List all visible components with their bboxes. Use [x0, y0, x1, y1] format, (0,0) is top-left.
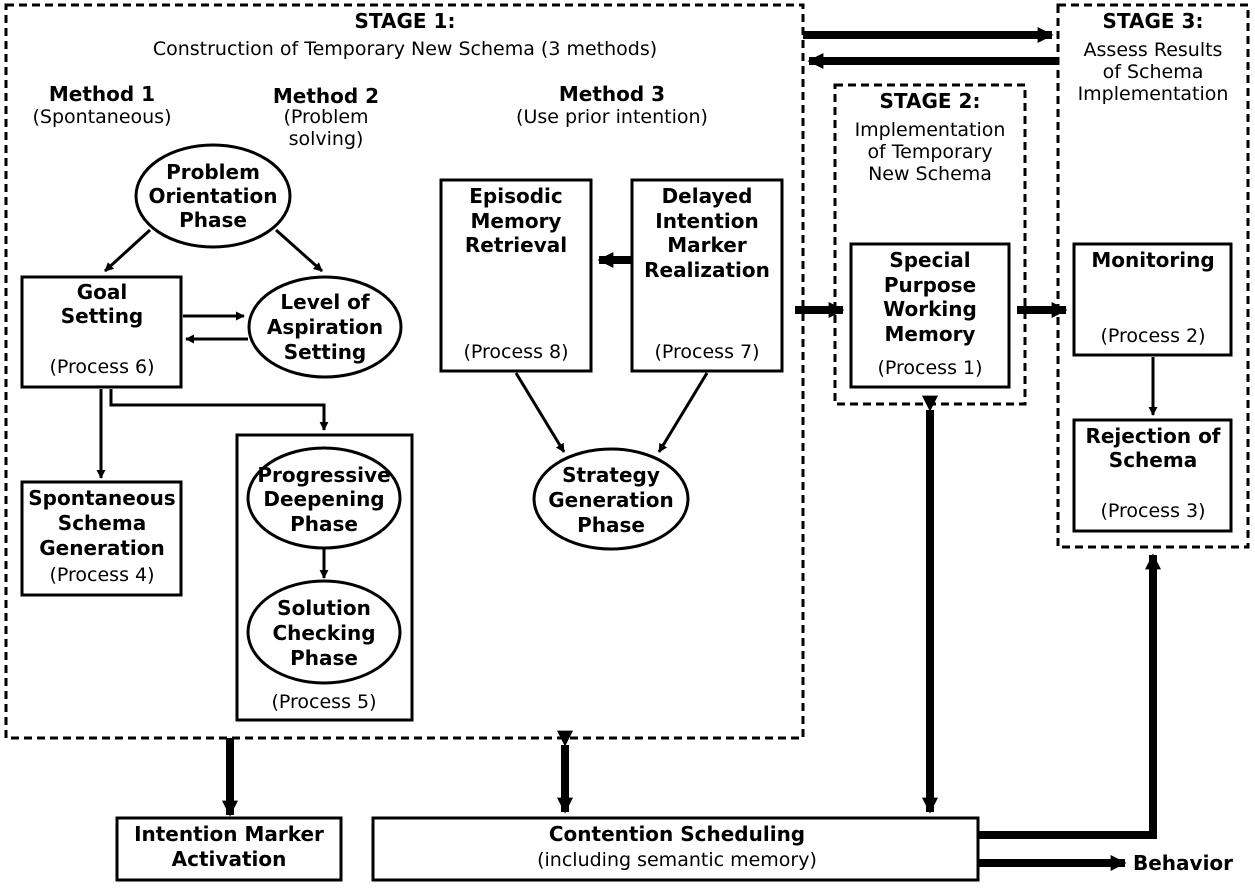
episodic-memory-l1: Episodic	[469, 184, 563, 208]
stage3-subtitle-l1: Assess Results	[1084, 39, 1223, 61]
stage2-subtitle-l3: New Schema	[868, 163, 992, 185]
contention-scheduling-sub: (including semantic memory)	[537, 849, 817, 871]
problem-orientation-node	[134, 143, 292, 249]
method2-title: Method 2	[273, 84, 379, 108]
delayed-intention-l3: Marker	[667, 233, 747, 257]
intention-marker-node	[115, 816, 343, 882]
spontaneous-schema-process: (Process 4)	[49, 564, 154, 586]
arrow-contention-to-stage3	[978, 553, 1161, 839]
stage2-subtitle-l2: of Temporary	[867, 141, 992, 163]
contention-scheduling-node	[371, 816, 980, 882]
stage3-subtitle-l2: of Schema	[1103, 61, 1204, 83]
episodic-memory-l2: Memory	[471, 209, 562, 233]
monitoring-label: Monitoring	[1091, 248, 1214, 272]
stage3-subtitle-l3: Implementation	[1078, 83, 1229, 105]
episodic-memory-l3: Retrieval	[465, 233, 567, 257]
method3-sub: (Use prior intention)	[516, 106, 708, 128]
process5-label: (Process 5)	[271, 691, 376, 713]
goal-setting-node	[20, 275, 183, 389]
intention-marker-l1: Intention Marker	[134, 822, 324, 846]
spontaneous-schema-l2: Schema	[58, 511, 146, 535]
episodic-memory-process: (Process 8)	[463, 341, 568, 363]
problem-orientation-l1: Problem	[166, 160, 260, 184]
spontaneous-schema-l3: Generation	[39, 536, 165, 560]
stage2-title: STAGE 2:	[880, 89, 981, 113]
strategy-generation-node	[532, 447, 690, 551]
special-purpose-process: (Process 1)	[877, 357, 982, 379]
rejection-node	[1072, 418, 1233, 533]
arrow-goal-to-process5	[109, 389, 329, 431]
stage1-subtitle: Construction of Temporary New Schema (3 …	[153, 38, 657, 60]
level-of-aspiration-l3: Setting	[284, 340, 367, 364]
progressive-deepening-l2: Deepening	[263, 487, 384, 511]
method1-title: Method 1	[49, 82, 155, 106]
delayed-intention-l2: Intention	[655, 209, 758, 233]
arrow-orientation-to-aspiration	[275, 228, 323, 273]
solution-checking-l2: Checking	[272, 621, 375, 645]
problem-orientation-l2: Orientation	[149, 184, 278, 208]
intention-marker-l2: Activation	[172, 847, 287, 871]
level-of-aspiration-l1: Level of	[280, 290, 369, 314]
special-purpose-l1: Special	[889, 248, 970, 272]
goal-setting-l1: Goal	[77, 280, 128, 304]
episodic-memory-node	[439, 178, 593, 373]
spontaneous-schema-l1: Spontaneous	[28, 486, 175, 510]
solution-checking-l3: Phase	[290, 646, 358, 670]
stage1-title: STAGE 1:	[355, 9, 456, 33]
rejection-process: (Process 3)	[1100, 500, 1205, 522]
delayed-intention-process: (Process 7)	[654, 341, 759, 363]
method2-sub-line1: (Problem	[283, 106, 368, 128]
special-purpose-l4: Memory	[885, 322, 976, 346]
goal-setting-l2: Setting	[61, 304, 144, 328]
arrow-episodic-to-strategy	[514, 372, 566, 453]
rejection-l1: Rejection of	[1085, 424, 1220, 448]
stage1-container	[4, 3, 805, 740]
goal-setting-process: (Process 6)	[49, 356, 154, 378]
progressive-deepening-node	[246, 446, 402, 550]
delayed-intention-l4: Realization	[644, 258, 770, 282]
delayed-intention-node	[630, 178, 784, 373]
special-purpose-node	[849, 242, 1011, 389]
special-purpose-l3: Working	[883, 297, 977, 321]
spontaneous-schema-node	[20, 480, 183, 597]
delayed-intention-l1: Delayed	[662, 184, 753, 208]
behavior-label: Behavior	[1133, 851, 1233, 875]
special-purpose-l2: Purpose	[884, 273, 976, 297]
strategy-generation-l3: Phase	[577, 513, 645, 537]
problem-orientation-l3: Phase	[179, 208, 247, 232]
stage3-container	[1056, 3, 1250, 549]
stage3-title: STAGE 3:	[1103, 9, 1204, 33]
solution-checking-node	[246, 579, 402, 685]
contention-scheduling-title: Contention Scheduling	[549, 822, 805, 846]
monitoring-process: (Process 2)	[1100, 325, 1205, 347]
method3-title: Method 3	[559, 82, 665, 106]
progressive-deepening-l1: Progressive	[257, 463, 390, 487]
arrow-orientation-to-goal	[103, 228, 152, 273]
level-of-aspiration-node	[247, 275, 403, 379]
method2-sub-line2: solving)	[289, 128, 364, 150]
solution-checking-l1: Solution	[277, 596, 371, 620]
strategy-generation-l1: Strategy	[562, 463, 660, 487]
method1-sub: (Spontaneous)	[32, 106, 171, 128]
level-of-aspiration-l2: Aspiration	[267, 315, 383, 339]
arrow-delayed-to-strategy	[657, 372, 709, 453]
monitoring-node	[1072, 242, 1233, 357]
progressive-deepening-l3: Phase	[290, 512, 358, 536]
strategy-generation-l2: Generation	[548, 488, 674, 512]
stage2-subtitle-l1: Implementation	[855, 119, 1006, 141]
rejection-l2: Schema	[1109, 448, 1197, 472]
